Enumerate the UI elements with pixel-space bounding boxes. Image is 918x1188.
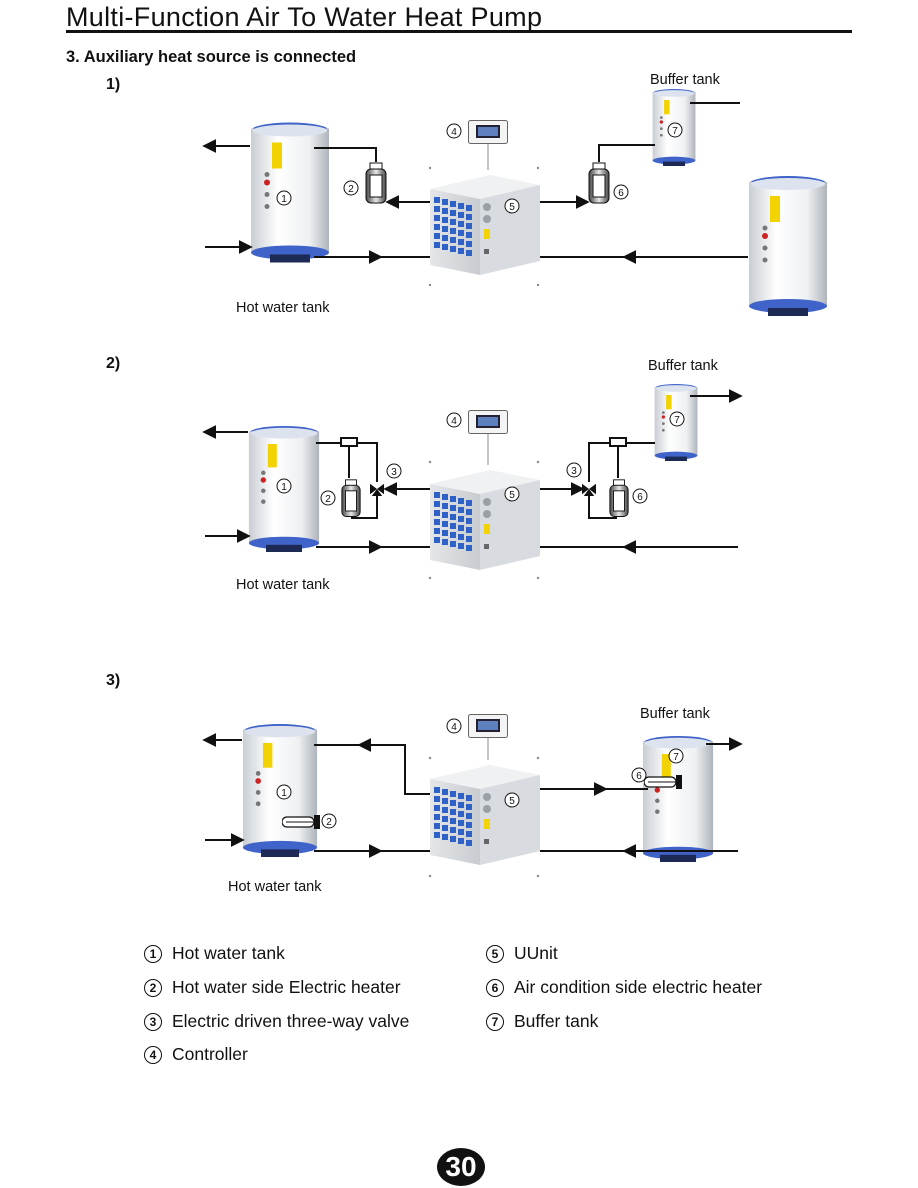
legend-number: 7 xyxy=(486,1012,504,1031)
legend-text: Air condition side electric heater xyxy=(514,977,763,997)
svg-text:6: 6 xyxy=(618,188,624,199)
callout-1-d2: 1 xyxy=(276,478,292,494)
electric-heater-6-d1 xyxy=(588,162,610,204)
heat-pump-unit-1 xyxy=(430,175,540,275)
legend-item-5: 5 UUnit xyxy=(486,943,558,964)
callout-7-d2: 7 xyxy=(669,411,685,427)
legend-item-1: 1 Hot water tank xyxy=(144,943,285,964)
legend-item-4: 4 Controller xyxy=(144,1044,248,1065)
controller-1 xyxy=(468,120,508,144)
svg-text:1: 1 xyxy=(281,788,287,799)
legend-number: 3 xyxy=(144,1012,162,1031)
step-label-2: 2) xyxy=(106,355,121,372)
callout-5-d2: 5 xyxy=(504,486,520,502)
svg-text:7: 7 xyxy=(674,415,680,426)
diagram-2 xyxy=(202,384,743,570)
legend-number: 2 xyxy=(144,978,162,997)
svg-text:2: 2 xyxy=(348,184,354,195)
svg-text:6: 6 xyxy=(636,771,642,782)
callout-4-d3: 4 xyxy=(446,718,462,734)
callout-5-d1: 5 xyxy=(504,198,520,214)
svg-text:4: 4 xyxy=(451,722,457,733)
callout-6-d3: 6 xyxy=(631,767,647,783)
title-rule xyxy=(66,30,852,33)
callout-2-d3: 2 xyxy=(321,813,337,829)
svg-text:7: 7 xyxy=(673,752,679,763)
svg-text:2: 2 xyxy=(325,494,331,505)
page-number: 30 xyxy=(437,1148,485,1186)
diagram-3 xyxy=(202,714,743,865)
section-heading: 3. Auxiliary heat source is connected xyxy=(66,48,357,66)
svg-text:5: 5 xyxy=(509,796,515,807)
callout-1-d3: 1 xyxy=(276,784,292,800)
legend-number: 1 xyxy=(144,944,162,963)
secondary-tank-1 xyxy=(749,176,827,316)
electric-heater-6-d2 xyxy=(609,479,629,517)
legend-text: Hot water side Electric heater xyxy=(172,977,401,997)
hot-water-tank-1 xyxy=(251,122,329,263)
three-way-valve-3-left xyxy=(370,483,384,496)
step-label-1: 1) xyxy=(106,76,121,93)
callout-5-d3: 5 xyxy=(504,792,520,808)
callout-3-d2-right: 3 xyxy=(566,462,582,478)
buffer-tank-label-2: Buffer tank xyxy=(648,358,718,374)
electric-heater-2-d2 xyxy=(341,479,361,517)
legend-number: 4 xyxy=(144,1045,162,1064)
legend-item-2: 2 Hot water side Electric heater xyxy=(144,977,401,998)
svg-text:7: 7 xyxy=(672,126,678,137)
heat-pump-unit-2 xyxy=(430,470,540,570)
svg-text:5: 5 xyxy=(509,202,515,213)
legend-text: Hot water tank xyxy=(172,943,285,963)
page-title: Multi-Function Air To Water Heat Pump xyxy=(66,2,543,32)
immersion-heater-6-d3 xyxy=(644,775,683,789)
controller-2 xyxy=(468,410,508,434)
hot-water-tank-label-2: Hot water tank xyxy=(236,577,330,593)
svg-text:3: 3 xyxy=(391,467,397,478)
callout-2-d1: 2 xyxy=(343,180,359,196)
legend-number: 6 xyxy=(486,978,504,997)
svg-text:6: 6 xyxy=(637,492,643,503)
callout-6-d1: 6 xyxy=(613,184,629,200)
svg-text:4: 4 xyxy=(451,416,457,427)
callout-3-d2-left: 3 xyxy=(386,463,402,479)
legend-item-7: 7 Buffer tank xyxy=(486,1011,598,1032)
hot-water-tank-label-1: Hot water tank xyxy=(236,300,330,316)
legend-item-6: 6 Air condition side electric heater xyxy=(486,977,762,998)
callout-4-d2: 4 xyxy=(446,412,462,428)
svg-text:1: 1 xyxy=(281,482,287,493)
svg-text:3: 3 xyxy=(571,466,577,477)
buffer-tank-label-3: Buffer tank xyxy=(640,706,710,722)
controller-3 xyxy=(468,714,508,738)
callout-1-d1: 1 xyxy=(276,190,292,206)
svg-text:1: 1 xyxy=(281,194,287,205)
callout-7-d1: 7 xyxy=(667,122,683,138)
legend-item-3: 3 Electric driven three-way valve xyxy=(144,1011,409,1032)
callout-2-d2: 2 xyxy=(320,490,336,506)
svg-text:5: 5 xyxy=(509,490,515,501)
legend-number: 5 xyxy=(486,944,504,963)
diagram-1 xyxy=(202,89,827,316)
svg-text:4: 4 xyxy=(451,127,457,138)
callout-4-d1: 4 xyxy=(446,123,462,139)
three-way-valve-3-right xyxy=(582,483,596,496)
legend-text: Controller xyxy=(172,1044,248,1064)
buffer-tank-label-1: Buffer tank xyxy=(650,72,720,88)
callout-7-d3: 7 xyxy=(668,748,684,764)
electric-heater-2-d1 xyxy=(365,162,387,204)
step-label-3: 3) xyxy=(106,672,121,689)
hot-water-tank-label-3: Hot water tank xyxy=(228,879,322,895)
immersion-heater-2-d3 xyxy=(282,815,321,829)
legend-text: Electric driven three-way valve xyxy=(172,1011,410,1031)
heat-pump-unit-3 xyxy=(430,765,540,865)
legend-text: UUnit xyxy=(514,943,558,963)
callout-6-d2: 6 xyxy=(632,488,648,504)
svg-text:2: 2 xyxy=(326,817,332,828)
legend-text: Buffer tank xyxy=(514,1011,599,1031)
